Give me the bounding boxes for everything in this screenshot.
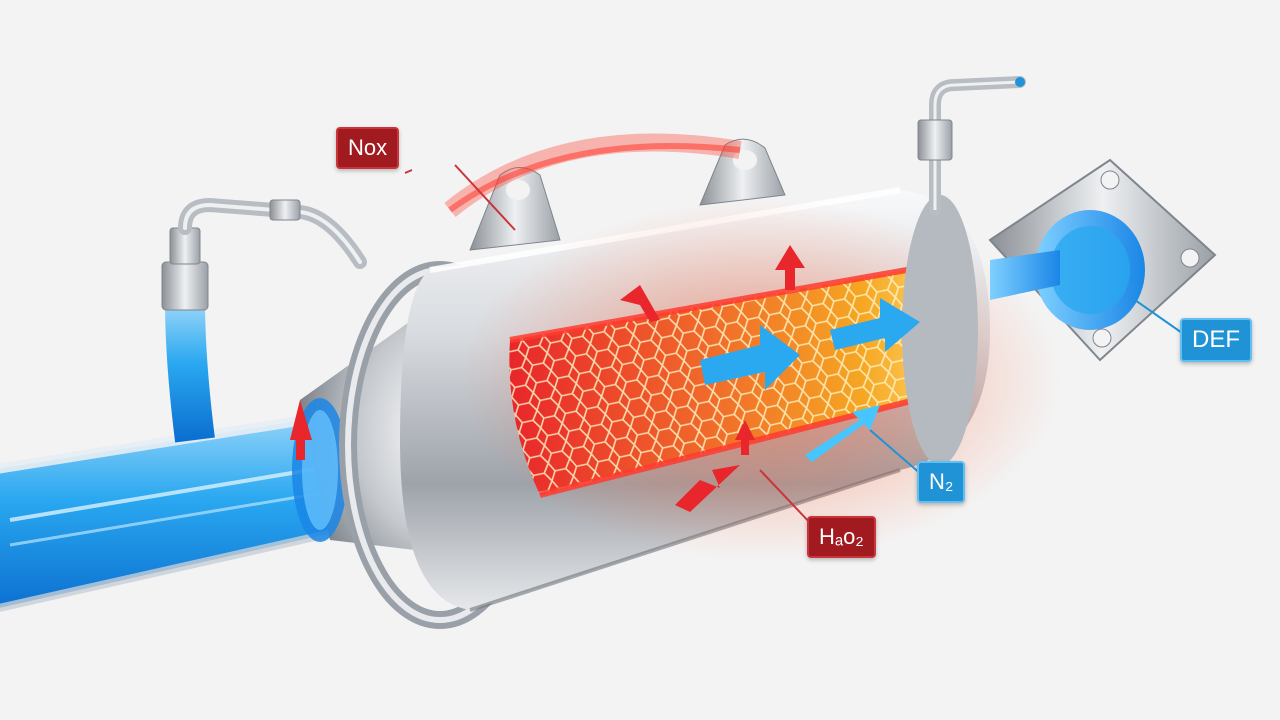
nox-label: Nox [336, 127, 400, 169]
leader-lines [404, 169, 1186, 526]
arrow-up-icon [735, 420, 755, 455]
arrow-up-icon [620, 285, 660, 322]
nox-flow-swirl [444, 133, 742, 231]
outlet-flange [902, 158, 1217, 465]
arrow-up-icon [290, 400, 312, 460]
arrow-right-icon [830, 298, 920, 352]
mounting-brackets [469, 138, 786, 251]
outlet-sensor [917, 76, 1026, 216]
h2o-label: Hₐo₂ [807, 516, 876, 558]
def-label: DEF [1180, 318, 1252, 362]
def-injector [161, 197, 367, 443]
n2-label: N₂ [917, 461, 966, 503]
arrow-right-icon [700, 325, 800, 390]
arrow-up-icon [805, 405, 880, 462]
arrow-up-icon [675, 465, 740, 512]
flow-arrows [290, 245, 920, 512]
arrow-up-icon [775, 245, 805, 290]
